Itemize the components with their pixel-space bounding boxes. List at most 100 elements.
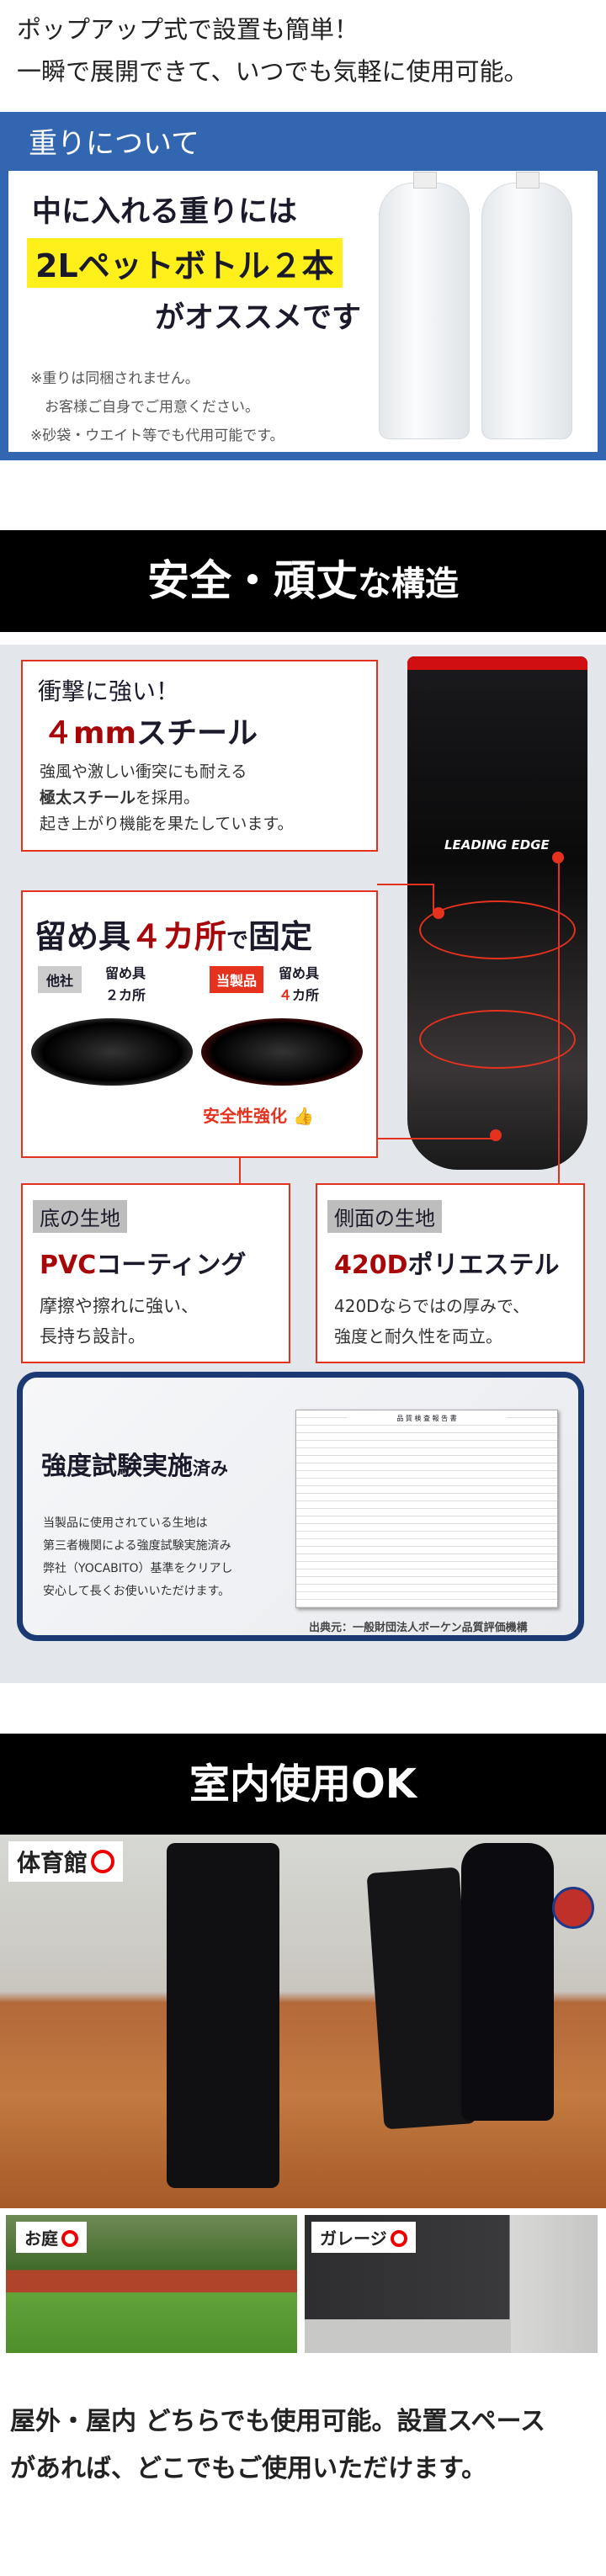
bottle [379, 172, 470, 439]
weight-line: 中に入れる重りには [32, 195, 298, 229]
impact-lead: 衝撃に強い！ [38, 677, 180, 705]
intro-line: ポップアップ式で設置も簡単！ [17, 15, 359, 44]
l: 420Dならではの厚みで、 [334, 1296, 530, 1316]
bottle [481, 172, 572, 439]
l: カ所 [292, 987, 320, 1003]
desc-bold: 極太スチール [40, 789, 136, 807]
safety-label: 安全性強化 👍 [203, 1102, 314, 1127]
callout-line [558, 858, 560, 1183]
circle-ok-icon [91, 1850, 115, 1873]
indoor-banner: 室内使用OK [0, 1734, 606, 1835]
safety-text: 安全性強化 [203, 1106, 287, 1126]
bottom-fabric-box: 底の生地 PVCコーティング 摩擦や擦れに強い、長持ち設計。 [21, 1183, 290, 1363]
impact-title: ４mmスチール [43, 709, 258, 752]
note: ※砂袋・ウエイト等でも代用可能です。 [30, 428, 284, 444]
other-fastener-image [31, 1018, 193, 1086]
r: PVC [40, 1251, 97, 1280]
garden-label: お庭 [16, 2222, 87, 2253]
l: 安心して長くお使いいただけます。 [43, 1585, 231, 1598]
banner-suffix: な構造 [358, 565, 459, 603]
l: 弊社（YOCABITO）基準をクリアし [43, 1562, 233, 1575]
weight-line: がオススメです [155, 301, 362, 335]
bottom-desc: 摩擦や擦れに強い、長持ち設計。 [40, 1291, 199, 1352]
note: お客様ご自身でご用意ください。 [30, 399, 259, 416]
callout-line [433, 884, 434, 914]
fastener-title: 留め具４カ所で固定 [35, 911, 312, 957]
desc-line: 起き上がり機能を果たしています。 [40, 815, 294, 833]
gym-label: 体育館 [8, 1841, 124, 1882]
other-count: 留め具 ２カ所 [105, 963, 146, 1006]
bottles-image [379, 172, 572, 439]
circle-ok-icon [61, 2230, 78, 2247]
garden-photo: お庭 [6, 2215, 297, 2353]
garage-label: ガレージ [311, 2222, 416, 2253]
note: ※重りは同梱されません。 [30, 370, 199, 387]
l: 第三者機関による強度試験実施済み [43, 1539, 231, 1553]
callout-dot [433, 907, 444, 919]
cert-source: 出典元：一般財団法人ボーケン品質評価機構 [309, 1622, 528, 1634]
outro-text: 屋外・屋内 どちらでも使用可能。設置スペース があれば、どこでもご使用いただけま… [10, 2398, 545, 2493]
b: コーティング [96, 1251, 247, 1280]
bottom-title: PVCコーティング [40, 1244, 246, 1281]
structure-banner: 安全・頑丈な構造 [0, 530, 606, 632]
l: 長持ち設計。 [40, 1326, 146, 1346]
circle-ok-icon [390, 2230, 407, 2247]
side-tag: 側面の生地 [327, 1200, 442, 1233]
t: 留め具 [35, 918, 131, 955]
impact-desc: 強風や激しい衝突にも耐える 極太スチールを採用。 起き上がり機能を果たしています… [40, 759, 294, 837]
l: 留め具 [105, 965, 146, 981]
t: 強度試験実施 [41, 1452, 193, 1481]
thumbs-up-icon: 👍 [292, 1106, 314, 1126]
product-image: LEADING EDGE [407, 656, 587, 1170]
weight-notes: ※重りは同梱されません。 お客様ご自身でご用意ください。 ※砂袋・ウエイト等でも… [30, 364, 284, 450]
b: ポリエステル [407, 1251, 560, 1280]
person [461, 1843, 554, 2121]
desc-rest: を採用。 [136, 789, 200, 807]
title-red: ４mm [43, 716, 137, 751]
cert-desc: 当製品に使用されている生地は 第三者機関による強度試験実施済み 弊社（YOCAB… [43, 1512, 232, 1603]
other-tag: 他社 [38, 966, 82, 993]
banner-main: 安全・頑丈 [147, 556, 358, 605]
weight-section: 重りについて 中に入れる重りには 2Lペットボトル２本 がオススメです ※重りは… [0, 112, 606, 460]
ours-fastener-image [201, 1018, 363, 1086]
l: 留め具 [279, 965, 320, 981]
outro-line: 屋外・屋内 どちらでも使用可能。設置スペース [10, 2407, 545, 2436]
side-desc: 420Dならではの厚みで、強度と耐久性を両立。 [334, 1291, 529, 1352]
l: 強度と耐久性を両立。 [334, 1326, 502, 1346]
title-black: スチール [136, 716, 258, 751]
callout-line [377, 884, 434, 885]
t: ガレージ [320, 2228, 387, 2249]
l: ２カ所 [105, 987, 146, 1003]
weight-title: 重りについて [29, 127, 199, 161]
ours-count: 留め具 ４カ所 [279, 963, 319, 1006]
t: ４カ所 [130, 918, 227, 955]
intro-line: 一瞬で展開できて、いつでも気軽に使用可能。 [17, 57, 529, 86]
weight-panel: 中に入れる重りには 2Lペットボトル２本 がオススメです ※重りは同梱されません… [8, 171, 598, 452]
l: 当製品に使用されている生地は [43, 1516, 208, 1530]
product-standing [167, 1843, 279, 2188]
steel-ring [419, 900, 576, 959]
outro-line: があれば、どこでもご使用いただけます。 [10, 2454, 487, 2483]
t: で [226, 928, 249, 953]
l: 摩擦や擦れに強い、 [40, 1296, 199, 1316]
test-report-image: 品 質 検 査 報 告 書 [295, 1410, 558, 1608]
callout-dot [552, 852, 564, 863]
ours-tag: 当製品 [210, 966, 264, 993]
strength-test-box: 強度試験実施済み 当製品に使用されている生地は 第三者機関による強度試験実施済み… [17, 1372, 584, 1641]
t: 体育館 [17, 1849, 88, 1877]
weight-highlight: 2Lペットボトル２本 [27, 238, 343, 288]
product-logo: LEADING EDGE [444, 837, 550, 852]
intro-text: ポップアップ式で設置も簡単！ 一瞬で展開できて、いつでも気軽に使用可能。 [17, 8, 529, 93]
side-fabric-box: 側面の生地 420Dポリエステル 420Dならではの厚みで、強度と耐久性を両立。 [316, 1183, 585, 1363]
t: 固定 [248, 918, 313, 955]
impact-box: 衝撃に強い！ ４mmスチール 強風や激しい衝突にも耐える 極太スチールを採用。 … [21, 660, 378, 852]
bottom-tag: 底の生地 [33, 1200, 127, 1233]
t: お庭 [24, 2228, 58, 2249]
n: ４ [279, 987, 293, 1003]
doc-title: 品 質 検 査 報 告 書 [347, 1414, 507, 1423]
product-rim [407, 656, 587, 670]
garage-photo: ガレージ [305, 2215, 598, 2353]
gym-photo: 体育館 [0, 1835, 606, 2208]
t: 済み [193, 1458, 228, 1479]
